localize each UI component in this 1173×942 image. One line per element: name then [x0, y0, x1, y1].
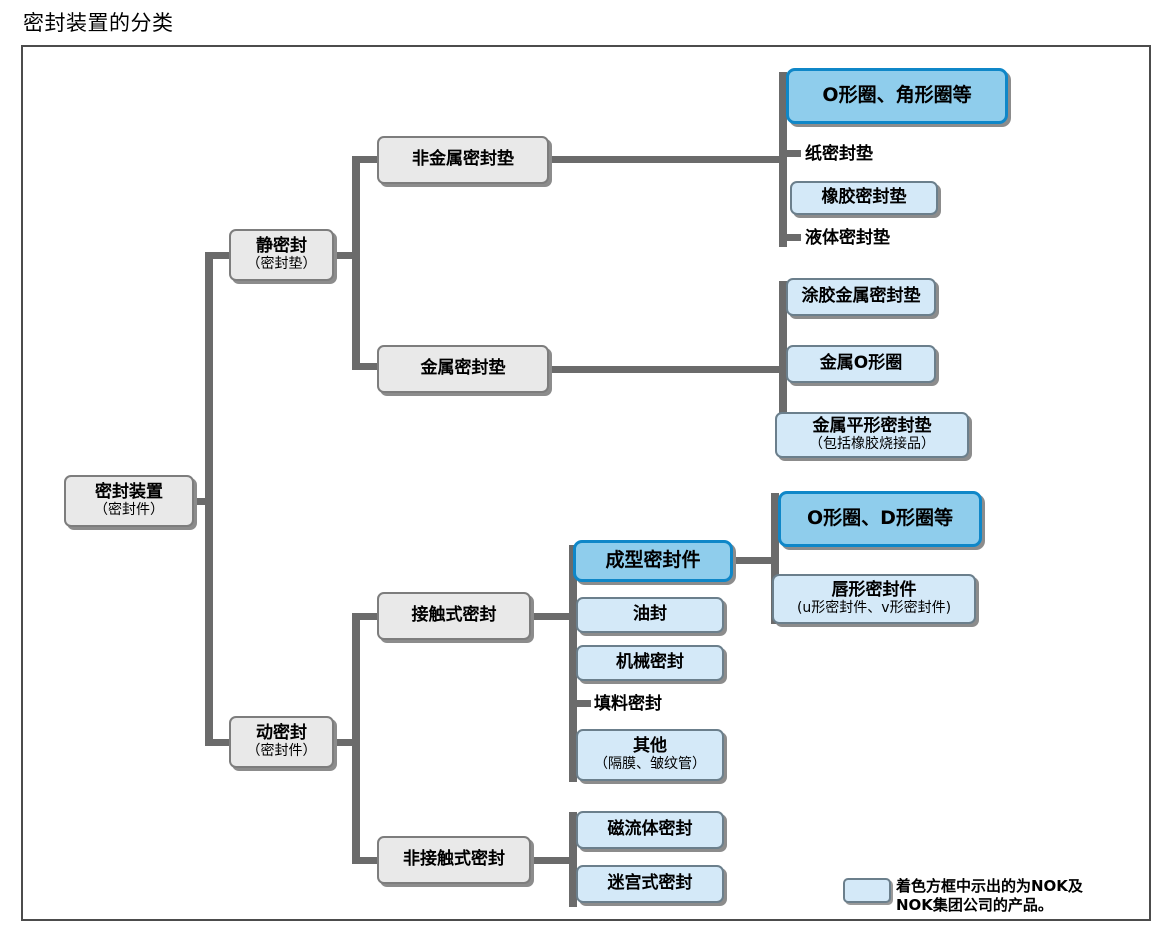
node-metal-gasket[interactable]: 金属密封垫	[377, 345, 549, 393]
node-metal-flat-gasket[interactable]: 金属平形密封垫 （包括橡胶烧接品）	[775, 412, 969, 458]
connector-dynamic-to-contact	[352, 613, 380, 620]
node-label-main: 接触式密封	[411, 605, 497, 626]
node-static-seal[interactable]: 静密封 （密封垫）	[229, 229, 334, 281]
node-label-main: 唇形密封件	[831, 580, 917, 601]
connector-contact-spine	[569, 545, 577, 782]
node-label-main: 磁流体密封	[607, 819, 693, 840]
node-label-sub: （包括橡胶烧接品）	[809, 436, 935, 453]
node-mechanical-seal[interactable]: 机械密封	[576, 645, 724, 681]
connector-noncontact-spine	[569, 812, 577, 907]
node-other-seal[interactable]: 其他 （隔膜、皱纹管）	[576, 729, 724, 781]
node-label-sub: （密封件）	[246, 743, 317, 760]
node-noncontact-seal[interactable]: 非接触式密封	[377, 836, 531, 884]
node-nonmetal-gasket[interactable]: 非金属密封垫	[377, 136, 549, 184]
connector-molded-spine	[771, 493, 779, 624]
node-label-main: 涂胶金属密封垫	[801, 286, 921, 307]
node-label-main: 橡胶密封垫	[821, 187, 907, 208]
node-metal-oring[interactable]: 金属O形圈	[786, 345, 936, 383]
node-rubber-gasket[interactable]: 橡胶密封垫	[790, 181, 938, 215]
node-packing-seal[interactable]: 填料密封	[594, 694, 662, 714]
node-oil-seal[interactable]: 油封	[576, 597, 724, 633]
legend-note: 着色方框中示出的为NOK及 NOK集团公司的产品。	[896, 877, 1083, 915]
node-label-main: 金属密封垫	[420, 358, 506, 379]
node-dynamic-seal[interactable]: 动密封 （密封件）	[229, 716, 334, 768]
connector-static-to-metal	[352, 363, 380, 370]
node-oring-dring[interactable]: O形圈、D形圈等	[778, 491, 982, 547]
connector-dynamic-spine	[352, 613, 360, 863]
connector-nonmetal-leaf-liquid	[779, 234, 801, 241]
node-label-main: 非金属密封垫	[412, 149, 514, 170]
connector-metal-spine	[779, 281, 787, 455]
connector-metal-stub	[545, 366, 785, 373]
node-label-main: 迷宫式密封	[607, 873, 693, 894]
node-lip-seal[interactable]: 唇形密封件 (u形密封件、v形密封件)	[772, 574, 976, 624]
connector-root-stub	[190, 498, 212, 505]
node-coated-metal-gasket[interactable]: 涂胶金属密封垫	[786, 278, 936, 316]
connector-noncontact-stub	[527, 857, 577, 864]
connector-static-spine	[352, 156, 360, 370]
connector-contact-leaf-packing	[569, 700, 591, 707]
node-label-main: 成型密封件	[605, 549, 701, 572]
node-label-main: 非接触式密封	[403, 849, 505, 870]
connector-nonmetal-spine	[779, 72, 787, 247]
connector-molded-stub	[730, 557, 778, 564]
page-title: 密封装置的分类	[23, 11, 174, 35]
connector-spine-to-dynamic	[205, 739, 233, 746]
legend-color-swatch	[843, 878, 891, 903]
node-label-main: 密封装置	[95, 482, 163, 503]
connector-nonmetal-stub	[545, 156, 785, 163]
node-label-main: 油封	[633, 604, 667, 625]
connector-nonmetal-leaf-paper	[779, 150, 801, 157]
node-magnetic-fluid-seal[interactable]: 磁流体密封	[576, 811, 724, 849]
node-molded-seal[interactable]: 成型密封件	[573, 540, 733, 582]
connector-contact-stub	[527, 613, 577, 620]
node-liquid-gasket[interactable]: 液体密封垫	[805, 228, 890, 248]
node-label-main: 金属平形密封垫	[812, 416, 932, 437]
node-oring-square-ring[interactable]: O形圈、角形圈等	[786, 68, 1008, 124]
node-label-sub: （隔膜、皱纹管）	[594, 756, 706, 773]
connector-dynamic-stub	[330, 739, 358, 746]
node-label-main: O形圈、D形圈等	[807, 507, 953, 530]
node-label-main: 其他	[633, 736, 667, 757]
connector-static-to-nonmetal	[352, 156, 380, 163]
node-label-main: 动密封	[256, 723, 307, 744]
node-contact-seal[interactable]: 接触式密封	[377, 592, 531, 640]
node-label-main: 金属O形圈	[819, 353, 903, 374]
node-label-main: 静密封	[256, 236, 307, 257]
connector-main-spine	[205, 252, 213, 746]
connector-dynamic-to-noncontact	[352, 857, 380, 864]
connector-spine-to-static	[205, 252, 233, 259]
node-root-seal-device[interactable]: 密封装置 （密封件）	[64, 475, 194, 527]
legend: 着色方框中示出的为NOK及 NOK集团公司的产品。	[843, 877, 1083, 915]
node-label-sub: （密封垫）	[246, 256, 317, 273]
node-label-main: O形圈、角形圈等	[822, 84, 972, 107]
connector-static-stub	[330, 252, 358, 259]
node-labyrinth-seal[interactable]: 迷宫式密封	[576, 865, 724, 903]
node-label-sub: (u形密封件、v形密封件)	[796, 600, 952, 617]
node-label-sub: （密封件）	[94, 502, 164, 519]
node-label-main: 机械密封	[616, 652, 684, 673]
node-paper-gasket[interactable]: 纸密封垫	[805, 144, 873, 164]
